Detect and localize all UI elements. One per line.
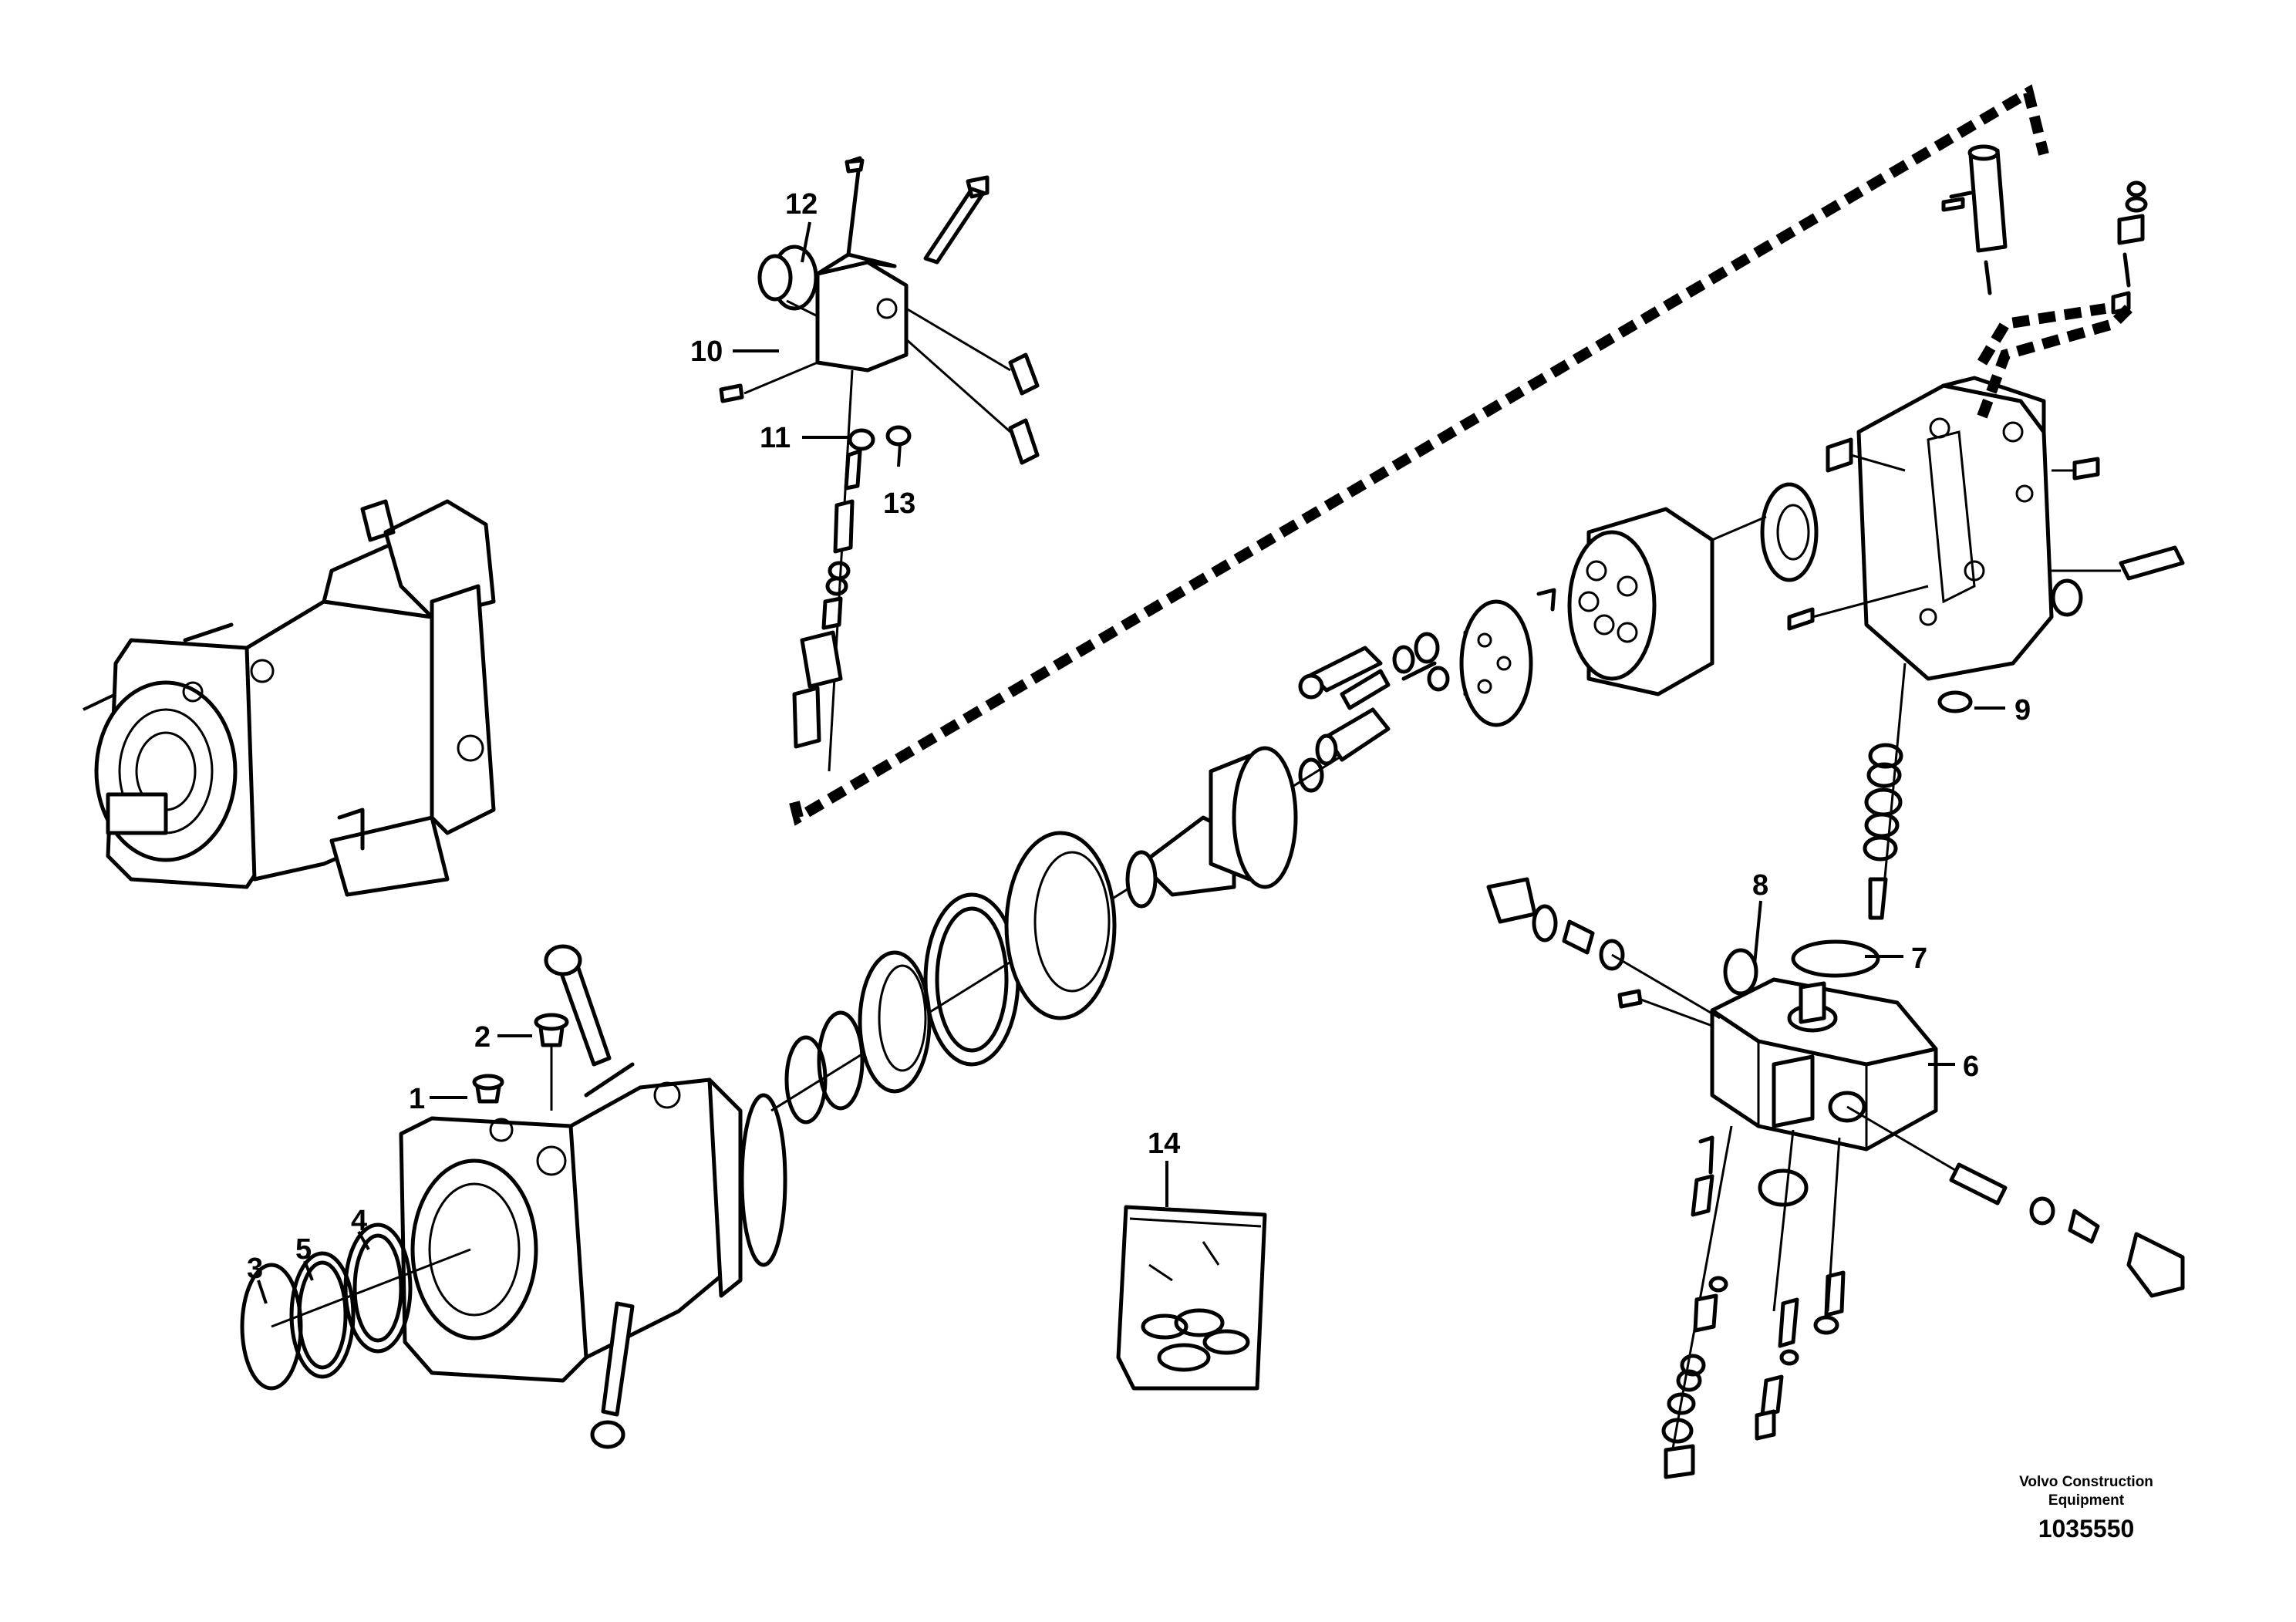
callout-10[interactable]: 10: [690, 336, 723, 368]
callout-6[interactable]: 6: [1963, 1050, 1979, 1083]
assembled-motor-illustration: [83, 499, 496, 897]
document-number: 1035550: [2038, 1515, 2135, 1543]
end-cover-illustration: [1787, 376, 2185, 920]
callout-3[interactable]: 3: [247, 1253, 263, 1285]
callout-7[interactable]: 7: [1911, 943, 1927, 975]
callout-8[interactable]: 8: [1752, 869, 1768, 902]
callout-1[interactable]: 1: [409, 1083, 425, 1115]
callout-leaders: [257, 221, 2005, 1304]
callout-9[interactable]: 9: [2014, 694, 2031, 727]
drawing-footer: Volvo Construction Equipment 1035550: [1974, 1473, 2198, 1543]
motor-housing-illustration: [399, 1062, 787, 1383]
reference-dashed-lines: [789, 84, 2132, 826]
housing-fasteners: [472, 944, 635, 1449]
callout-13[interactable]: 13: [883, 487, 915, 520]
callout-11[interactable]: 11: [760, 422, 791, 454]
control-valve-illustration: [719, 156, 1040, 772]
callout-5[interactable]: 5: [295, 1233, 312, 1266]
brand-line-1: Volvo Construction: [2019, 1474, 2153, 1490]
cover-top-fasteners: [1941, 144, 2148, 315]
rotating-group: [1298, 482, 1819, 766]
shaft-bearing-train: [770, 746, 1343, 1125]
callout-4[interactable]: 4: [351, 1205, 367, 1237]
callout-labels: 1 2 3 4 5 6 7 8 9 10 11 12 13 14: [247, 188, 2031, 1285]
brand-line-2: Equipment: [2048, 1492, 2125, 1509]
valve-block-illustration: [1486, 877, 2185, 1479]
retaining-rings: [240, 1222, 471, 1391]
callout-2[interactable]: 2: [474, 1021, 491, 1054]
seal-kit-bag-illustration: [1116, 1205, 1267, 1391]
callout-12[interactable]: 12: [785, 188, 818, 221]
callout-14[interactable]: 14: [1148, 1128, 1180, 1160]
